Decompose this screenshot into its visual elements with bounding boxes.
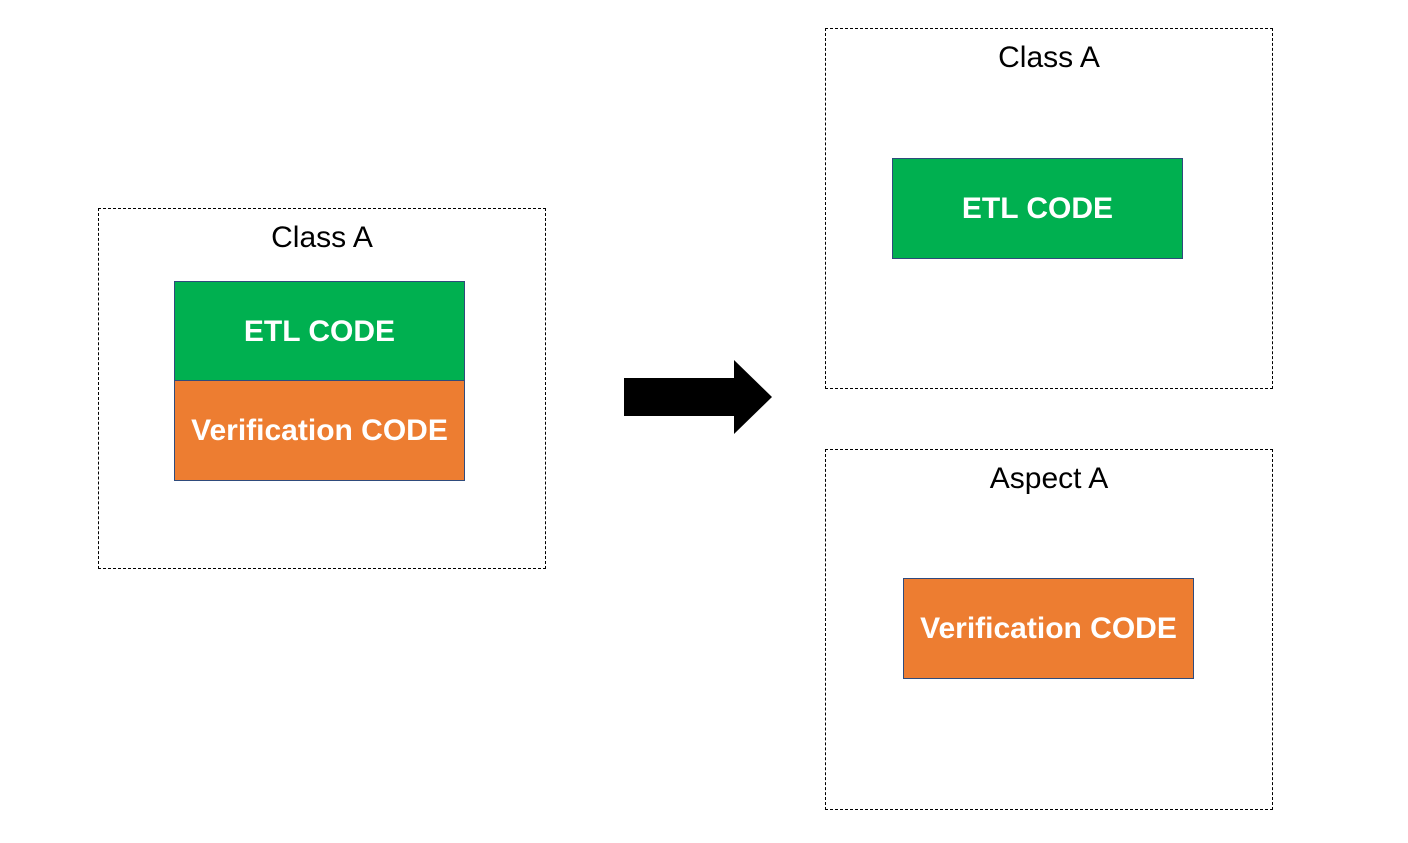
right-etl-code-block: ETL CODE	[892, 158, 1183, 259]
left-class-container: Class A ETL CODE Verification CODE	[98, 208, 546, 569]
right-class-container: Class A ETL CODE	[825, 28, 1273, 389]
aspect-title: Aspect A	[989, 462, 1109, 495]
aspect-verification-code-block: Verification CODE	[903, 578, 1194, 679]
right-class-title: Class A	[998, 41, 1100, 74]
aspect-container: Aspect A Verification CODE	[825, 449, 1273, 810]
left-class-title: Class A	[271, 221, 373, 254]
left-verification-code-block: Verification CODE	[174, 380, 465, 481]
right-arrow-icon	[624, 360, 772, 434]
left-etl-code-block: ETL CODE	[174, 281, 465, 382]
